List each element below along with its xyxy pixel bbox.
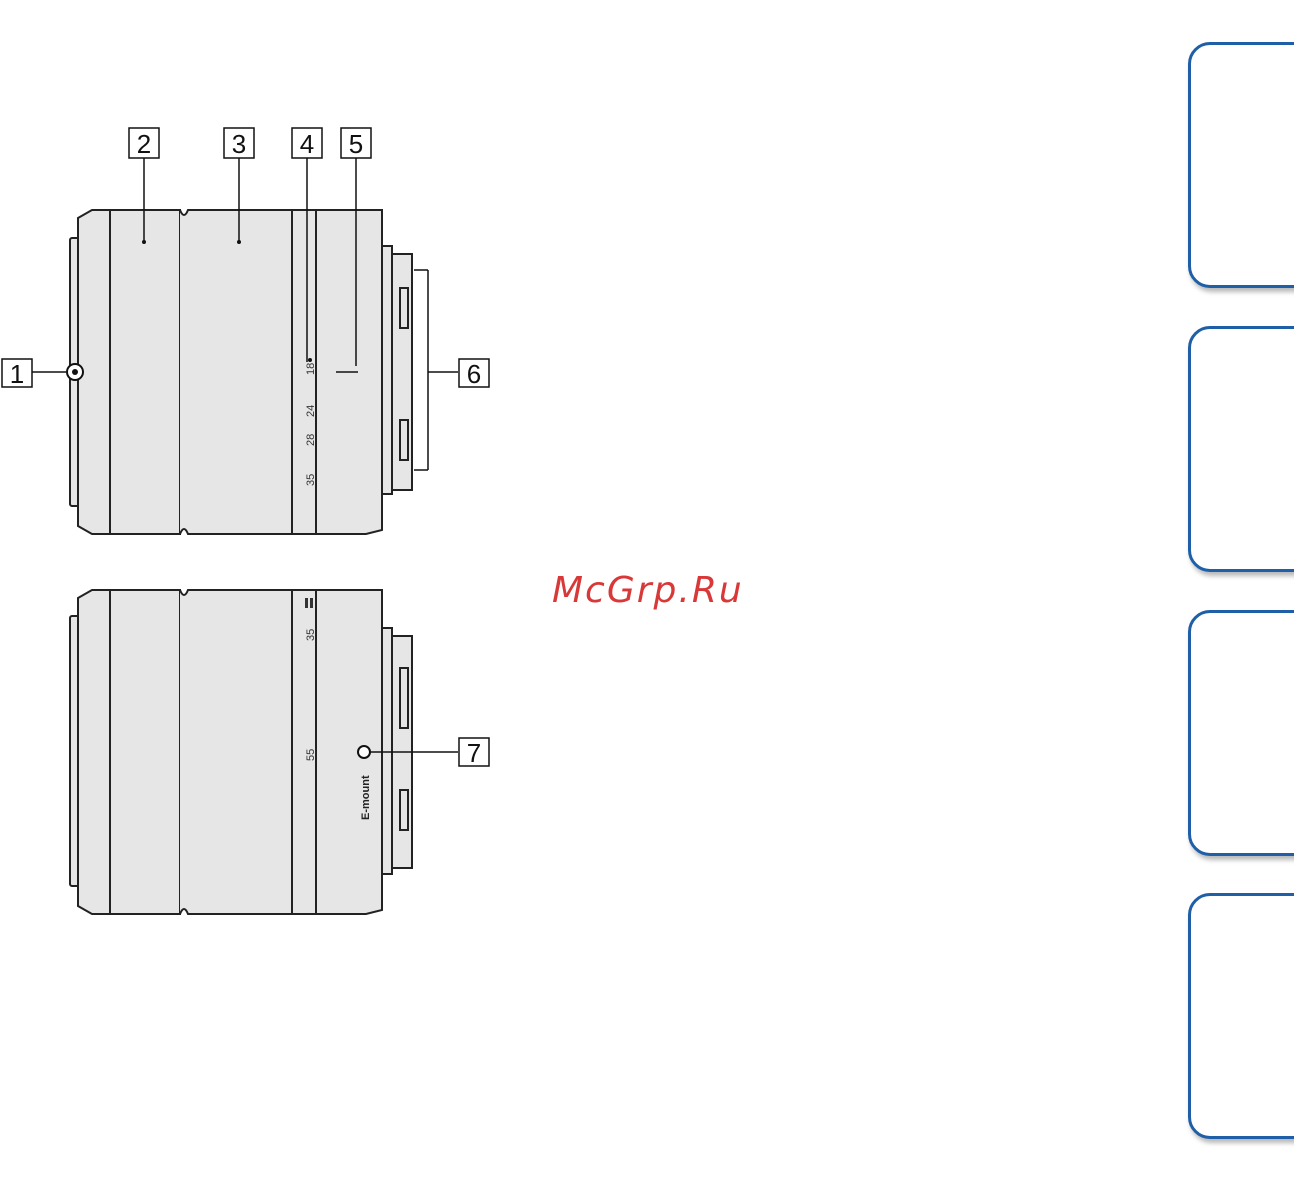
lower-scale-35: 35: [305, 629, 317, 641]
watermark-text: McGrp.Ru: [552, 570, 744, 611]
svg-text:3: 3: [232, 129, 246, 159]
scale-label-24: 24: [305, 405, 317, 417]
scale-label-35: 35: [305, 474, 317, 486]
emount-label: E-mount: [360, 775, 372, 820]
svg-text:6: 6: [467, 359, 481, 389]
side-tab-1[interactable]: [1188, 42, 1294, 288]
callout-4: 4: [292, 128, 322, 159]
svg-text:5: 5: [349, 129, 363, 159]
side-tab-4[interactable]: [1188, 893, 1294, 1139]
svg-text:4: 4: [300, 129, 314, 159]
callout-6: 6: [459, 359, 489, 389]
svg-text:2: 2: [137, 129, 151, 159]
callout-1: 1: [2, 359, 32, 389]
callout-2: 2: [129, 128, 159, 159]
scale-label-28: 28: [305, 434, 317, 446]
svg-text:7: 7: [467, 738, 481, 768]
lower-scale-55: 55: [305, 749, 317, 761]
scale-label-18: 18: [305, 363, 317, 375]
callout-7: 7: [459, 738, 489, 768]
lens-contact-mark: [358, 746, 370, 758]
callout-3: 3: [224, 128, 254, 159]
side-tab-3[interactable]: [1188, 610, 1294, 856]
lens-top-view: [70, 210, 412, 534]
callout-5: 5: [341, 128, 371, 159]
svg-text:1: 1: [10, 359, 24, 389]
side-tab-2[interactable]: [1188, 326, 1294, 572]
